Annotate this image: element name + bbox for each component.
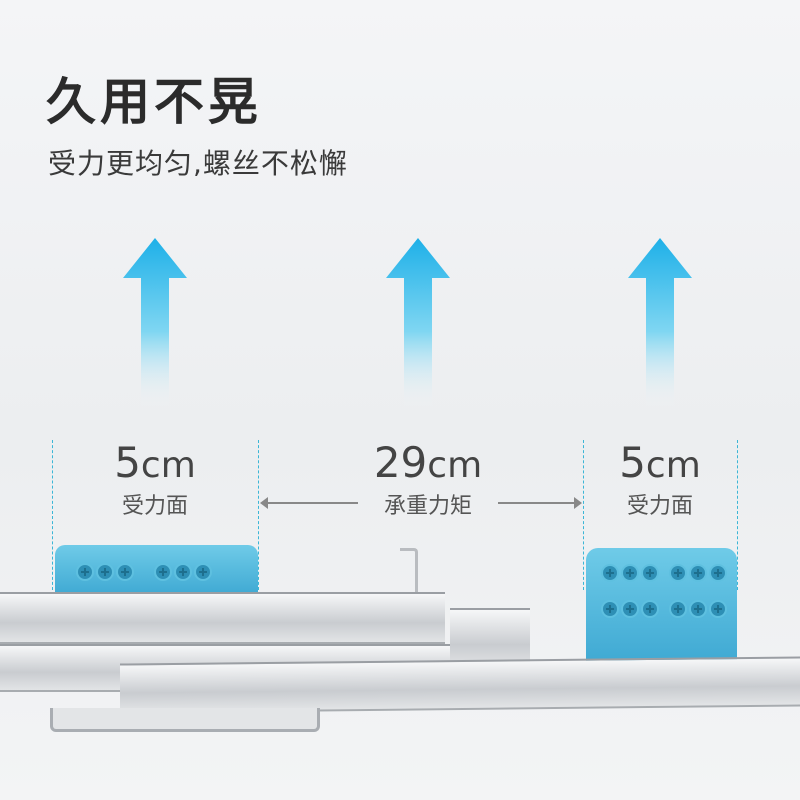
screw-icon (641, 600, 659, 618)
up-arrow-icon (628, 238, 692, 408)
measurement-right-label: 受力面 (626, 494, 693, 519)
up-arrow-icon (123, 238, 187, 408)
screw-icon (641, 564, 659, 582)
page-subtitle: 受力更均匀,螺丝不松懈 (48, 147, 348, 180)
hook-clip (400, 548, 418, 596)
guide-line (52, 440, 53, 590)
screw-icon (174, 563, 193, 581)
screw-icon (669, 600, 687, 618)
screw-icon (601, 564, 619, 582)
measurement-left-label: 受力面 (121, 494, 188, 519)
measurement-center: 29cm (373, 438, 483, 487)
screw-icon (621, 564, 639, 582)
guide-line (583, 440, 584, 590)
upper-rail (0, 592, 445, 644)
screw-icon (76, 563, 94, 581)
arrow-left-icon (260, 497, 268, 509)
guide-line (258, 440, 259, 590)
page-title: 久用不晃 (46, 73, 262, 131)
rail-bottom-track (50, 708, 320, 732)
screw-icon (154, 563, 173, 581)
screw-icon (194, 563, 213, 581)
screw-icon (689, 564, 707, 582)
screw-icon (709, 600, 727, 618)
screw-icon (689, 600, 707, 618)
guide-line (737, 440, 738, 590)
screw-icon (96, 563, 114, 581)
left-arrow-line (264, 502, 358, 504)
measurement-right: 5cm (619, 438, 701, 487)
measurement-left: 5cm (114, 438, 196, 487)
measurement-center-label: 承重力矩 (383, 494, 472, 519)
right-arrow-line (498, 502, 578, 504)
lower-rail (120, 656, 800, 714)
screw-icon (621, 600, 639, 618)
screw-icon (669, 564, 687, 582)
left-force-pad (55, 545, 258, 595)
screw-icon (601, 600, 619, 618)
right-force-pad (586, 548, 737, 663)
arrow-right-icon (574, 497, 582, 509)
up-arrow-icon (386, 238, 450, 408)
screw-icon (709, 564, 727, 582)
screw-icon (116, 563, 134, 581)
